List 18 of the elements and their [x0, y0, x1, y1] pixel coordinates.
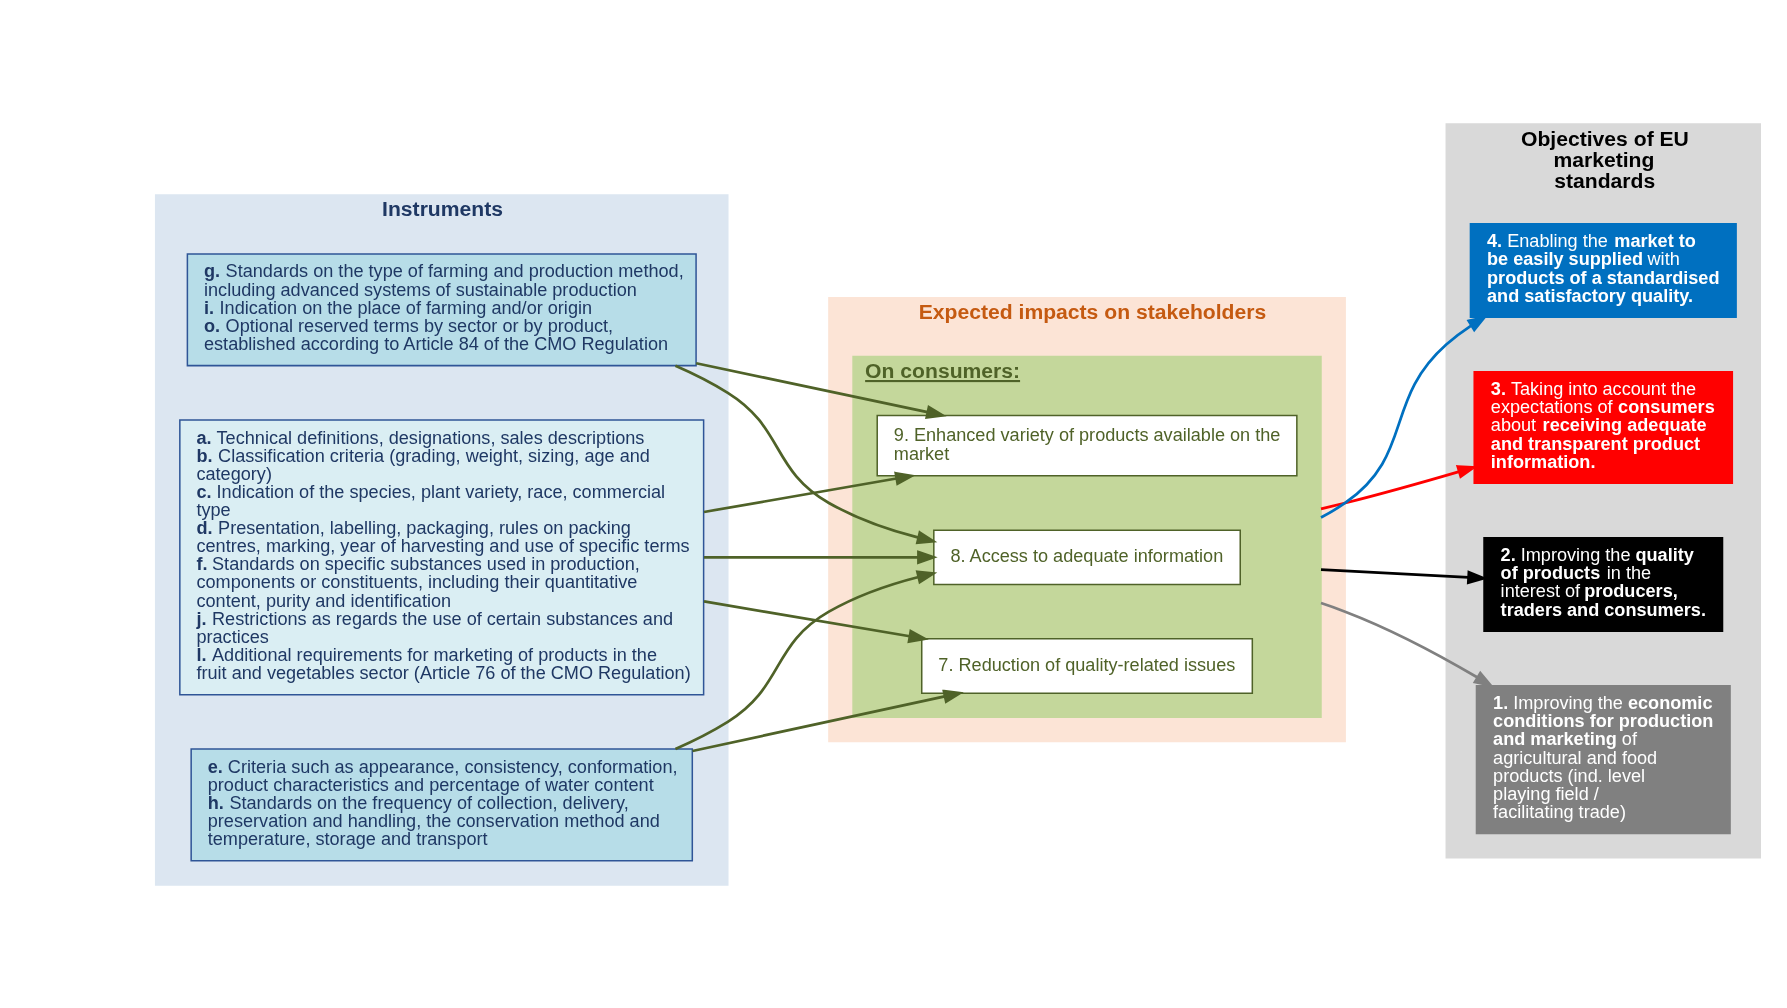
node-box: 3. Taking into account the expectations of consumers about receiving adequate and transparent product information.	[1473, 370, 1734, 484]
node-box: 8. Access to adequate information	[933, 528, 1241, 585]
arrow	[703, 599, 929, 643]
arrow	[704, 549, 938, 565]
node-box: a. Technical definitions, designations, sales descriptions b. Classification criteria (grading, weight, sizing, age and category) c. Indication of the species, plant variety, race, commercial type d. Presentation, labelling, packaging, rules on packing centres, marking, year of harvesting and use of specific terms f. Standards on specific substances used in production, components or constituents, including their quantitative content, purity and identification j. Restrictions as regards the use of certain substances and practices l. Additional requirements for marketing of products in the fruit and vegetables sector (Article 76 of the CMO Regulation)	[179, 418, 705, 695]
node-box: 7. Reduction of quality-related issues	[921, 637, 1254, 694]
node-box: 9. Enhanced variety of products available on the market	[876, 414, 1298, 477]
arrow	[674, 569, 938, 750]
node-box: 2. Improving the quality of products in the interest of producers, traders and consumers.	[1483, 536, 1724, 632]
arrow	[1320, 601, 1495, 687]
arrow	[692, 689, 964, 752]
arrow	[674, 363, 938, 544]
arrow	[703, 471, 916, 513]
arrow	[695, 361, 947, 419]
node-box: 1. Improving the economic conditions for production and marketing of agricultural and food products (ind. level playing field / facilitating trade)	[1475, 684, 1731, 834]
node-box: g. Standards on the type of farming and production method, including advanced systems of sustainable production i. Indication on the place of farming and/or origin o. Optional reserved terms by sector or by product, established according to Article 84 of the CMO Regulation	[186, 252, 697, 366]
node-box: e. Criteria such as appearance, consistency, conformation, product characteristics and percentage of water content h. Standards on the frequency of collection, delivery, preservation and handling, the conservation method and temperature, storage and transport	[190, 747, 694, 861]
node-box: 4. Enabling the market to be easily supplied with products of a standardised and satisfactory quality.	[1469, 222, 1737, 318]
